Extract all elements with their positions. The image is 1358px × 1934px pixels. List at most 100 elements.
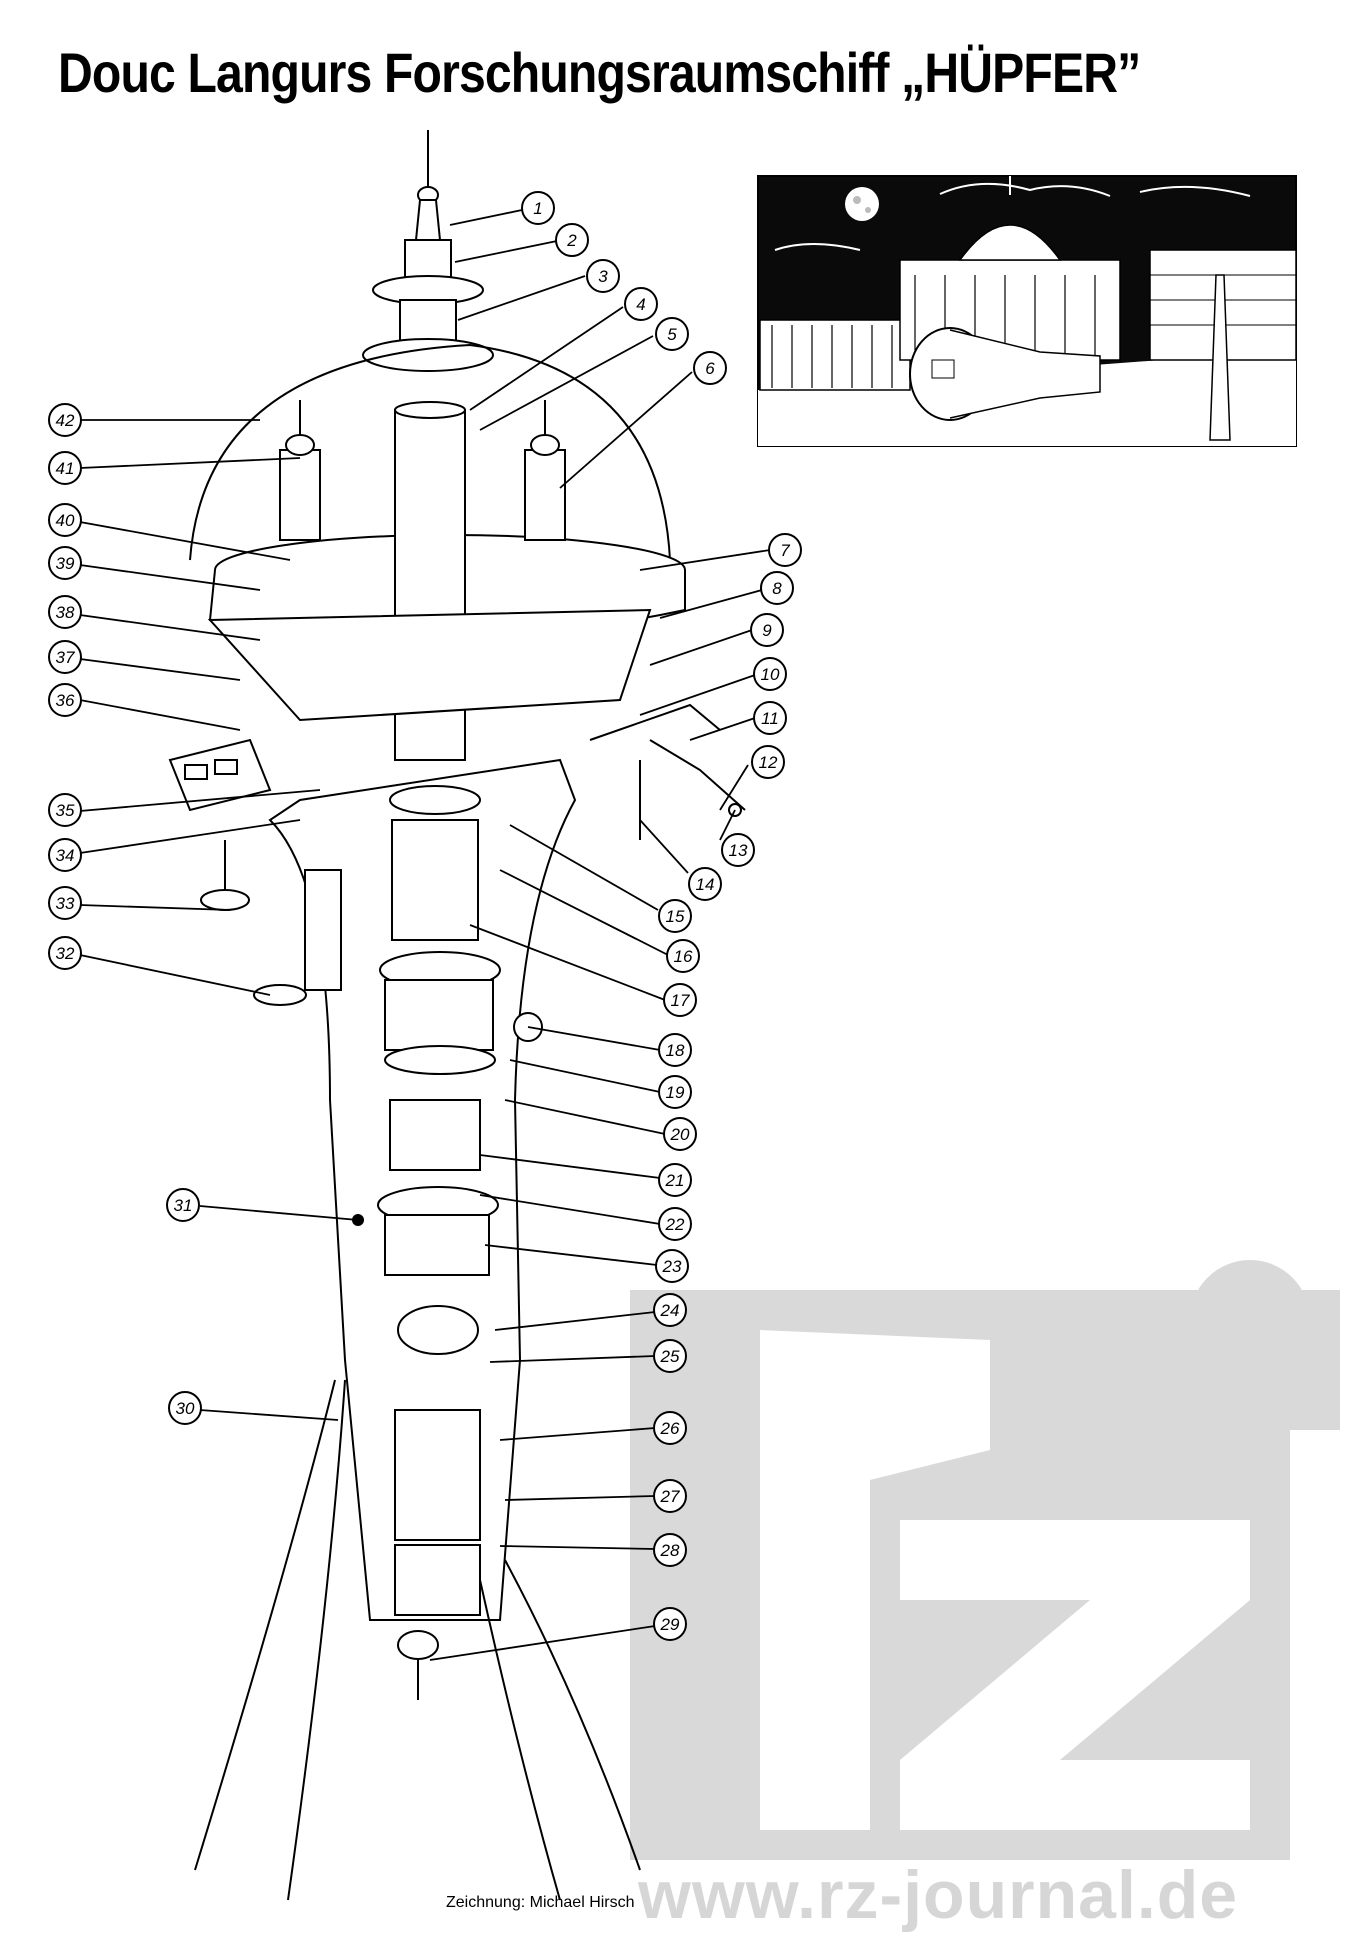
callout-circle — [753, 701, 787, 735]
callout-circle — [653, 1533, 687, 1567]
callout-circle — [751, 745, 785, 779]
callout-number: 10 — [761, 665, 780, 684]
callout-circle — [658, 899, 692, 933]
callout-number: 13 — [729, 841, 748, 860]
callout-7: 7 — [768, 533, 802, 567]
callout-number: 36 — [56, 691, 75, 710]
callout-32: 32 — [48, 936, 82, 970]
callout-circle — [753, 657, 787, 691]
callout-circle — [768, 533, 802, 567]
callout-number: 12 — [759, 753, 778, 772]
callout-number: 40 — [56, 511, 75, 530]
callout-number: 31 — [174, 1196, 193, 1215]
callout-1: 1 — [521, 191, 555, 225]
callout-circle — [168, 1391, 202, 1425]
watermark-url: www.rz-journal.de — [638, 1857, 1239, 1933]
callout-number: 41 — [56, 459, 75, 478]
inset-scene — [757, 175, 1297, 447]
callout-circle — [48, 886, 82, 920]
callout-number: 20 — [670, 1125, 690, 1144]
callout-number: 4 — [636, 295, 645, 314]
callout-number: 3 — [598, 267, 608, 286]
callout-20: 20 — [663, 1117, 697, 1151]
callout-circle — [624, 287, 658, 321]
callout-circle — [658, 1033, 692, 1067]
callout-40: 40 — [48, 503, 82, 537]
page-title: Douc Langurs Forschungsraumschiff „HÜPFE… — [58, 41, 1141, 104]
callout-number: 26 — [660, 1419, 680, 1438]
callout-number: 15 — [666, 907, 685, 926]
callout-circle — [48, 936, 82, 970]
callout-13: 13 — [721, 833, 755, 867]
callout-circle — [48, 503, 82, 537]
callout-circle — [48, 451, 82, 485]
callout-number: 37 — [56, 648, 75, 667]
callout-number: 33 — [56, 894, 75, 913]
callout-circle — [653, 1411, 687, 1445]
callout-circle — [586, 259, 620, 293]
callout-circle — [655, 1249, 689, 1283]
callout-circle — [48, 403, 82, 437]
callout-number: 17 — [671, 991, 690, 1010]
callout-markers-right: 1234567891011121314151617181920212223242… — [521, 191, 802, 1641]
callout-18: 18 — [658, 1033, 692, 1067]
callout-number: 16 — [674, 947, 693, 966]
callout-number: 1 — [533, 199, 542, 218]
callout-number: 8 — [772, 579, 782, 598]
callout-28: 28 — [653, 1533, 687, 1567]
callout-12: 12 — [751, 745, 785, 779]
callout-4: 4 — [624, 287, 658, 321]
callout-number: 18 — [666, 1041, 685, 1060]
callout-circle — [653, 1339, 687, 1373]
callout-circle — [658, 1207, 692, 1241]
callout-17: 17 — [663, 983, 697, 1017]
callout-circle — [653, 1479, 687, 1513]
callout-38: 38 — [48, 595, 82, 629]
callout-number: 7 — [780, 541, 790, 560]
callout-36: 36 — [48, 683, 82, 717]
callout-42: 42 — [48, 403, 82, 437]
callout-5: 5 — [655, 317, 689, 351]
callout-circle — [663, 1117, 697, 1151]
callout-circle — [658, 1075, 692, 1109]
callout-number: 38 — [56, 603, 75, 622]
callout-number: 29 — [660, 1615, 680, 1634]
callout-number: 34 — [56, 846, 75, 865]
callout-circle — [521, 191, 555, 225]
callout-31: 31 — [166, 1188, 200, 1222]
callout-circle — [48, 838, 82, 872]
callout-number: 22 — [665, 1215, 685, 1234]
callout-41: 41 — [48, 451, 82, 485]
callout-number: 27 — [660, 1487, 680, 1506]
callout-circle — [555, 223, 589, 257]
callout-2: 2 — [555, 223, 589, 257]
callout-14: 14 — [688, 867, 722, 901]
callout-number: 24 — [660, 1301, 680, 1320]
callout-number: 21 — [665, 1171, 685, 1190]
callout-circle — [653, 1607, 687, 1641]
callout-29: 29 — [653, 1607, 687, 1641]
callout-9: 9 — [750, 613, 784, 647]
callout-number: 30 — [176, 1399, 195, 1418]
callout-circle — [760, 571, 794, 605]
callout-39: 39 — [48, 546, 82, 580]
callout-circle — [48, 546, 82, 580]
callout-circle — [666, 939, 700, 973]
callout-8: 8 — [760, 571, 794, 605]
callout-circle — [750, 613, 784, 647]
callout-6: 6 — [693, 351, 727, 385]
callouts-right — [429, 209, 771, 1661]
callout-15: 15 — [658, 899, 692, 933]
callout-11: 11 — [753, 701, 787, 735]
callout-circle — [721, 833, 755, 867]
callout-circle — [166, 1188, 200, 1222]
callout-26: 26 — [653, 1411, 687, 1445]
callout-circle — [653, 1293, 687, 1327]
callout-24: 24 — [653, 1293, 687, 1327]
callout-37: 37 — [48, 640, 82, 674]
callout-30: 30 — [168, 1391, 202, 1425]
moon-icon — [845, 187, 879, 221]
callout-number: 11 — [761, 709, 779, 728]
callout-number: 9 — [762, 621, 772, 640]
callout-number: 6 — [705, 359, 715, 378]
